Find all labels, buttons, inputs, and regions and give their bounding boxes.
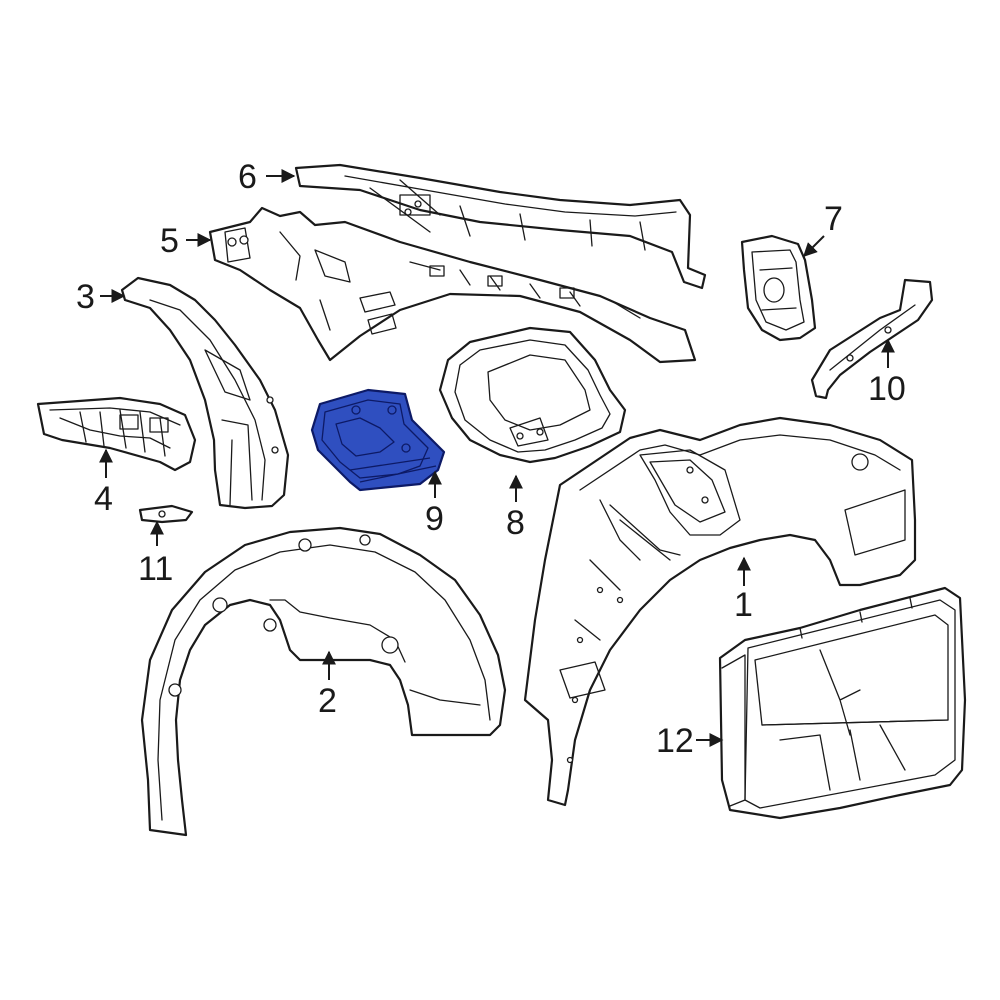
part-2-wheelhouse-liner[interactable]	[140, 526, 507, 837]
callout-9: 9	[425, 500, 444, 538]
part-6-upper-rail[interactable]	[294, 163, 707, 290]
callout-8: 8	[506, 504, 525, 542]
part-5-inner-rail[interactable]	[208, 206, 697, 364]
leader-lines	[99, 169, 895, 747]
part-8-tub[interactable]	[438, 326, 627, 464]
callout-4: 4	[94, 480, 113, 518]
callout-5: 5	[160, 222, 179, 260]
callout-11: 11	[138, 550, 173, 588]
part-11-clip[interactable]	[138, 504, 194, 524]
callout-7: 7	[824, 200, 843, 238]
part-9-highlighted-panel[interactable]	[310, 388, 446, 492]
part-7-bracket[interactable]	[740, 234, 817, 342]
part-10-bracket[interactable]	[810, 278, 934, 400]
callout-10: 10	[868, 370, 906, 408]
callout-1: 1	[734, 586, 753, 624]
callout-2: 2	[318, 682, 337, 720]
part-12-storage-tub[interactable]	[718, 586, 967, 820]
part-4-bracket[interactable]	[36, 396, 197, 472]
callouts: 6 5 3 4 11 2 9 8 1 7 10 12	[76, 158, 906, 760]
callout-6: 6	[238, 158, 257, 196]
part-1-wheelhouse-inner[interactable]	[523, 416, 917, 807]
part-3-pillar[interactable]	[120, 276, 290, 510]
callout-12: 12	[656, 722, 694, 760]
callout-3: 3	[76, 278, 95, 316]
